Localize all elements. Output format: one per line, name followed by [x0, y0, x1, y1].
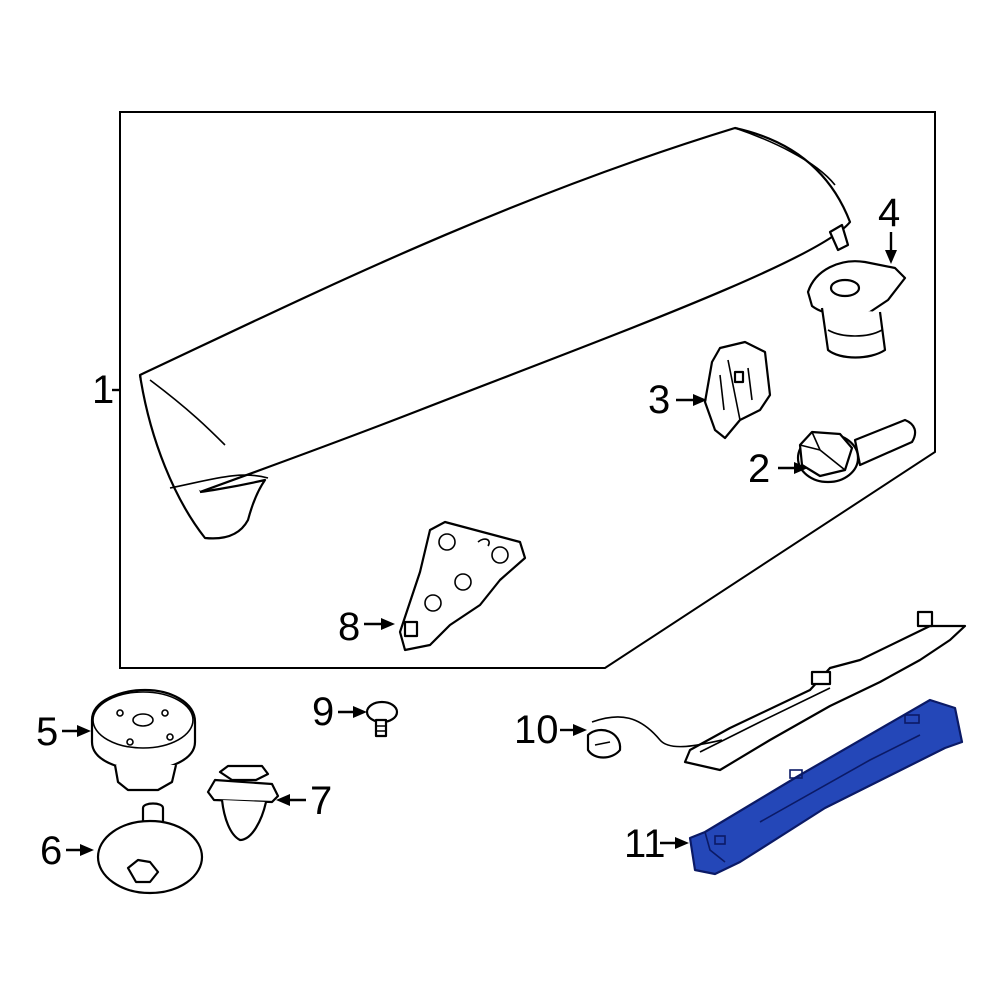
part-10-harness[interactable]	[586, 610, 967, 772]
svg-text:9: 9	[312, 690, 334, 734]
svg-text:11: 11	[624, 822, 666, 866]
part-5-washer-nut[interactable]	[90, 688, 197, 792]
callout-1: 1	[92, 368, 120, 412]
callout-4: 4	[878, 191, 900, 264]
part-4-grommet[interactable]	[806, 260, 907, 359]
svg-text:4: 4	[878, 191, 900, 235]
part-9-screw[interactable]	[365, 700, 399, 738]
svg-text:6: 6	[40, 829, 62, 873]
part-11-cover[interactable]	[688, 698, 964, 876]
callout-7: 7	[276, 779, 332, 823]
assembly-frame	[119, 111, 936, 669]
svg-text:1: 1	[92, 368, 114, 412]
svg-text:5: 5	[36, 710, 58, 754]
part-3-clip[interactable]	[703, 340, 772, 440]
part-7-push-clip[interactable]	[206, 764, 280, 842]
callout-9: 9	[312, 690, 367, 734]
callout-10: 10	[514, 708, 587, 752]
callout-2: 2	[748, 447, 808, 491]
svg-text:8: 8	[338, 605, 360, 649]
svg-text:10: 10	[514, 708, 559, 752]
part-8-bracket[interactable]	[398, 520, 527, 652]
callout-6: 6	[40, 829, 94, 873]
callout-8: 8	[338, 605, 395, 649]
svg-text:7: 7	[310, 779, 332, 823]
callout-3: 3	[648, 378, 707, 422]
svg-text:2: 2	[748, 447, 770, 491]
part-1-spoiler[interactable]	[138, 126, 852, 540]
callout-11: 11	[624, 822, 689, 866]
svg-text:3: 3	[648, 378, 670, 422]
part-2-stud-nut[interactable]	[796, 418, 917, 484]
callout-5: 5	[36, 710, 91, 754]
part-6-rivet[interactable]	[96, 802, 204, 895]
